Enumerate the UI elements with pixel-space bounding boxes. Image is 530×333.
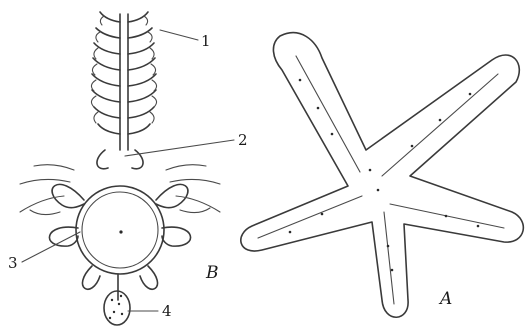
callout-2: 2 — [238, 131, 248, 149]
part-letter-b: B — [205, 263, 219, 283]
madreporite — [104, 274, 130, 325]
leader-line-2 — [125, 140, 234, 156]
ring-canal — [49, 150, 190, 289]
water-vascular-system-drawing: 1 2 3 4 B — [8, 12, 248, 325]
part-letter-a: A — [438, 289, 452, 309]
callout-4: 4 — [162, 302, 172, 320]
callout-3: 3 — [8, 254, 18, 272]
leader-line-1 — [160, 30, 198, 40]
leader-line-3 — [22, 232, 80, 262]
lateral-arms — [20, 165, 220, 215]
starfish-drawing: A — [241, 33, 524, 318]
radial-canal-arm — [91, 12, 156, 150]
central-disc-dot — [119, 230, 122, 233]
callout-1: 1 — [201, 32, 211, 50]
